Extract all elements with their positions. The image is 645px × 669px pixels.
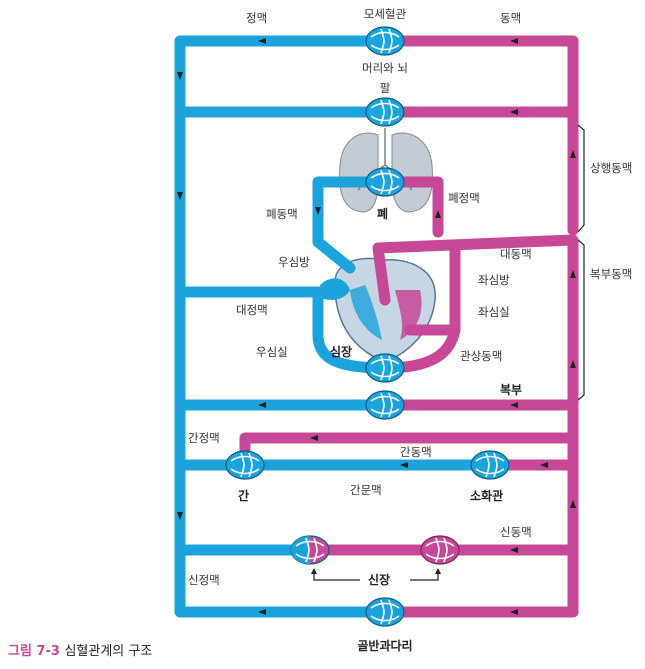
capillary-bed-kidney-right (290, 535, 330, 565)
label-liver: 간 (238, 488, 249, 503)
vessel-network (174, 35, 579, 618)
caption-title: 심혈관계의 구조 (64, 644, 153, 659)
capillary-bed-digestive (470, 450, 510, 480)
heart-illustration (320, 257, 436, 363)
label-coronary-artery: 관상동맥 (460, 349, 502, 363)
capillary-bed-head (365, 26, 405, 56)
label-kidney: 신장 (368, 572, 390, 587)
label-head-brain: 머리와 뇌 (362, 61, 408, 75)
label-lung: 폐 (377, 206, 388, 221)
label-heart: 심장 (330, 344, 352, 359)
label-left-atrium: 좌심방 (478, 273, 510, 287)
flow-arrows (177, 38, 576, 615)
label-vein: 정맥 (246, 11, 267, 25)
label-renal-artery: 신동맥 (500, 525, 532, 539)
capillary-bed-liver (225, 450, 265, 480)
label-pulmonary-vein: 폐정맥 (448, 191, 480, 205)
label-abdomen: 복부 (500, 383, 522, 397)
label-vena-cava: 대정맥 (236, 303, 268, 317)
label-renal-vein: 신정맥 (188, 573, 220, 587)
label-superior-artery: 상행동맥 (590, 161, 632, 175)
label-arm: 팔 (380, 81, 391, 95)
label-left-ventricle: 좌심실 (478, 305, 510, 319)
label-capillary: 모세혈관 (364, 7, 407, 21)
capillary-bed-pelvis (365, 597, 405, 627)
artery-brackets (577, 124, 585, 401)
capillary-bed-abdomen (365, 390, 405, 420)
label-hepatic-artery: 간동맥 (400, 445, 432, 459)
capillary-bed-lung (365, 167, 405, 197)
label-aorta: 대동맥 (500, 247, 532, 261)
label-abdominal-aorta: 복부동맥 (590, 267, 632, 281)
capillary-bed-arm (365, 97, 405, 127)
label-right-ventricle: 우심실 (256, 345, 288, 359)
label-pelvis-legs: 골반과다리 (357, 638, 412, 653)
lungs-illustration (339, 128, 433, 213)
capillary-beds (225, 26, 510, 627)
label-right-atrium: 우심방 (278, 255, 310, 269)
label-hepatic-vein: 간정맥 (188, 431, 220, 445)
label-pulmonary-artery: 폐동맥 (266, 207, 298, 221)
caption-number: 그림 7-3 (8, 644, 60, 659)
kidney-bracket (311, 568, 441, 581)
capillary-bed-kidney-left (420, 535, 460, 565)
capillary-bed-heart (365, 353, 405, 383)
label-artery: 동맥 (500, 11, 521, 25)
label-portal-vein: 간문맥 (350, 483, 382, 497)
figure-caption: 그림 7-3 심혈관계의 구조 (8, 640, 152, 659)
labels: 모세혈관 정맥 동맥 머리와 뇌 팔 상행동맥 폐동맥 폐정맥 폐 대동맥 복부… (188, 7, 632, 653)
label-digestive-tract: 소화관 (470, 488, 503, 503)
